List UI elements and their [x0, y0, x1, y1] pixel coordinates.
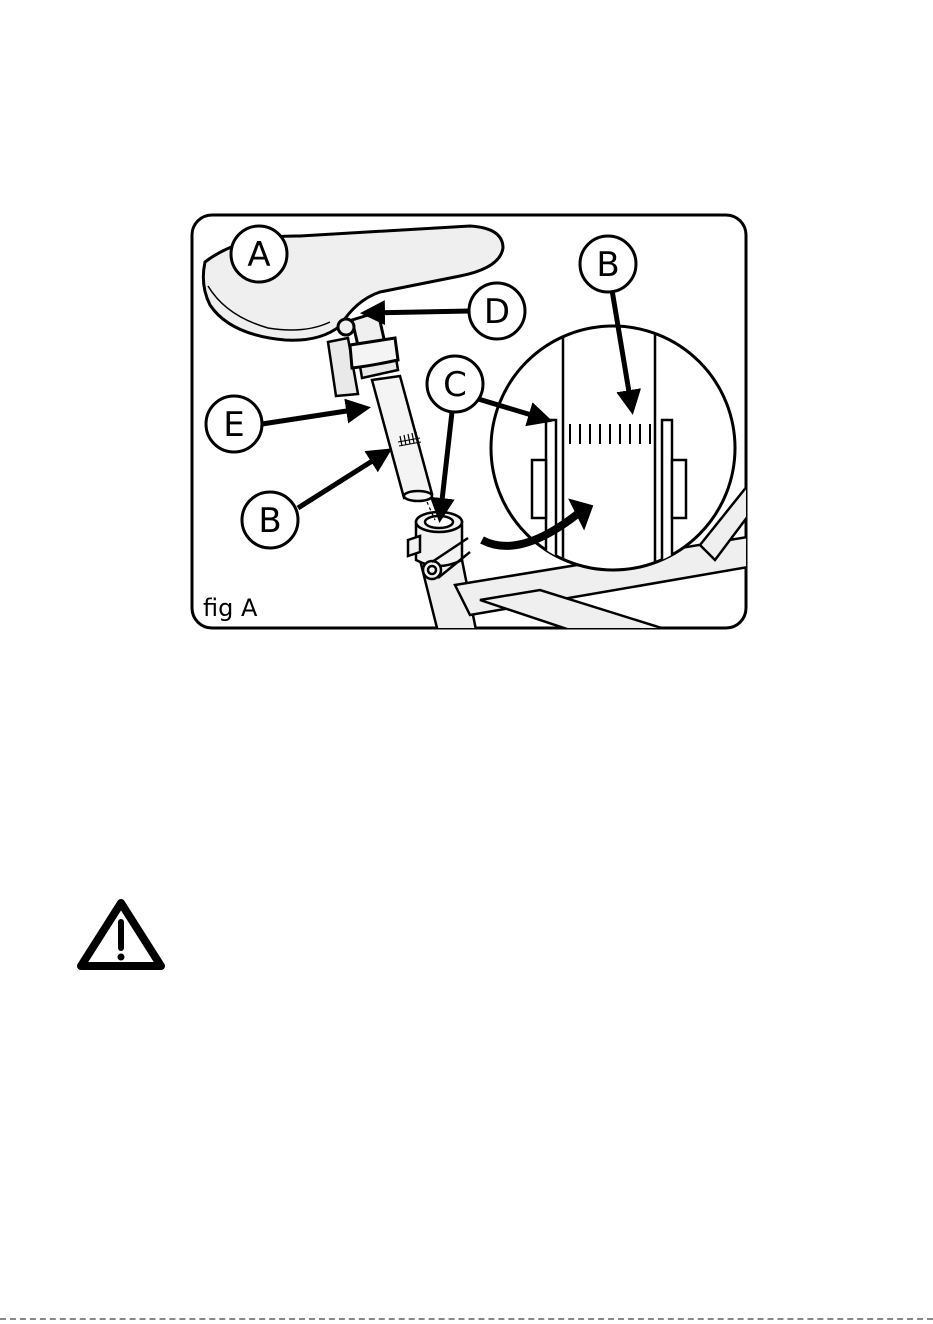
callout-label-b-post: B [258, 501, 281, 541]
warning-triangle-icon [76, 898, 166, 972]
callout-label-d: D [484, 292, 510, 332]
arrow-d [365, 311, 470, 313]
assembly-figure-seat-post: A D E B C B fig A [190, 213, 748, 630]
callout-label-c: C [443, 365, 467, 405]
page-bottom-edge [0, 1318, 933, 1320]
figure-caption: fig A [203, 594, 258, 622]
callout-label-a: A [247, 235, 270, 275]
callout-label-b-zoom: B [596, 245, 619, 285]
callout-label-e: E [223, 405, 244, 445]
